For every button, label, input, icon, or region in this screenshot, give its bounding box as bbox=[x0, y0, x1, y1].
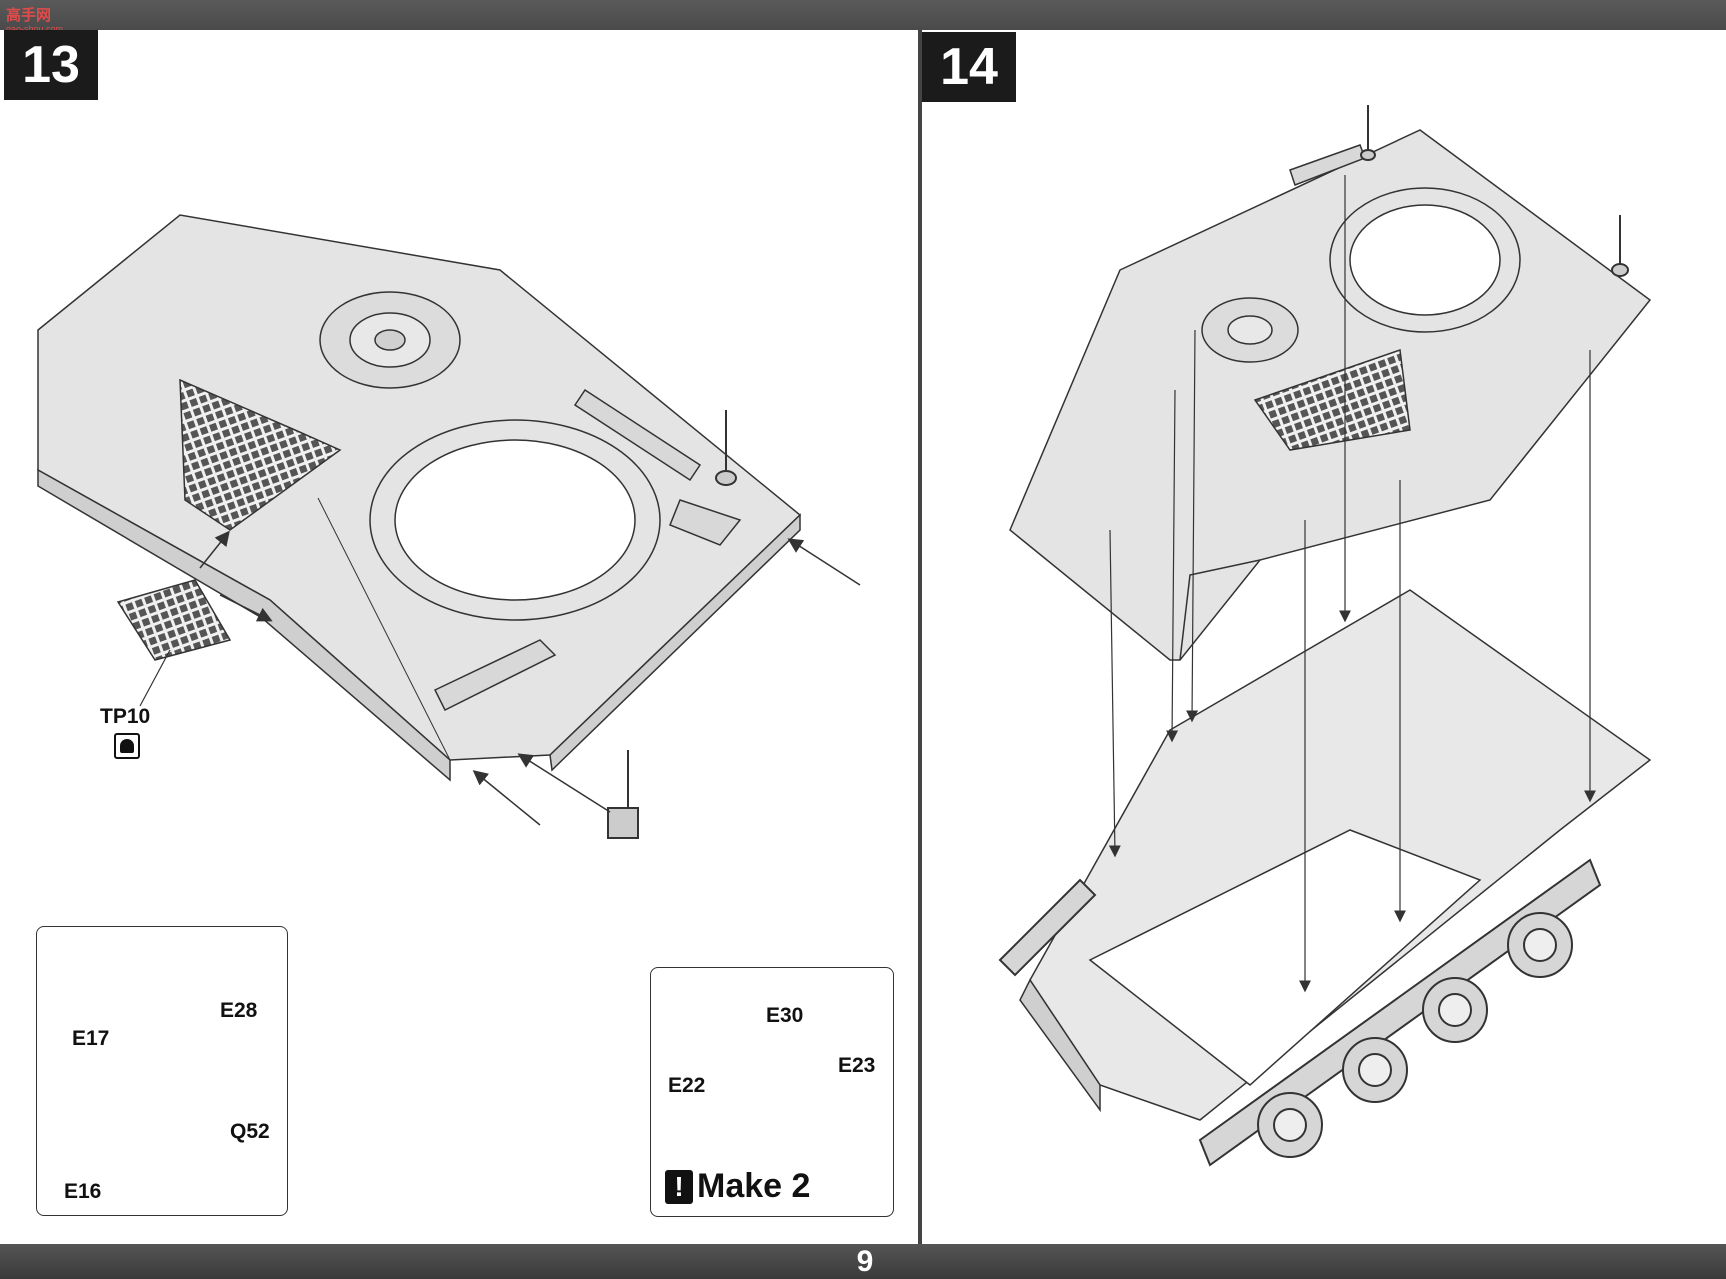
detail-box-antenna bbox=[36, 926, 288, 1216]
tp10-mesh-part bbox=[116, 579, 232, 661]
label-e30: E30 bbox=[766, 1004, 804, 1027]
watermark-sub: gao-shou.com bbox=[6, 24, 64, 34]
bottom-band bbox=[0, 1244, 1726, 1279]
label-e28: E28 bbox=[220, 999, 258, 1022]
step13-antenna-lower bbox=[607, 750, 639, 839]
step14-lower-hull bbox=[1019, 589, 1652, 1121]
page-number: 9 bbox=[856, 1245, 874, 1278]
step14-upper-hull bbox=[1009, 129, 1652, 661]
step13-hull bbox=[37, 214, 802, 782]
label-q52: Q52 bbox=[230, 1120, 270, 1143]
make-2-note: ! Make 2 bbox=[665, 1167, 810, 1206]
label-e16: E16 bbox=[64, 1180, 102, 1203]
step-13-number: 13 bbox=[4, 30, 98, 100]
site-watermark: 高手网 gao-shou.com bbox=[6, 4, 70, 38]
page-spine bbox=[918, 30, 922, 1244]
label-e22: E22 bbox=[668, 1074, 706, 1097]
decal-icon bbox=[114, 733, 140, 759]
watermark-text: 高手网 bbox=[6, 7, 52, 24]
top-band bbox=[0, 0, 1726, 30]
exclamation-icon: ! bbox=[665, 1169, 693, 1204]
label-e17: E17 bbox=[72, 1027, 110, 1050]
step13-antenna-right bbox=[715, 410, 737, 486]
step14-tracks bbox=[998, 858, 1602, 1167]
label-tp10: TP10 bbox=[100, 705, 151, 728]
step-14-number: 14 bbox=[922, 32, 1016, 102]
make-2-text: Make 2 bbox=[697, 1167, 811, 1205]
label-e23: E23 bbox=[838, 1054, 876, 1077]
step14-antennas bbox=[1360, 105, 1629, 277]
